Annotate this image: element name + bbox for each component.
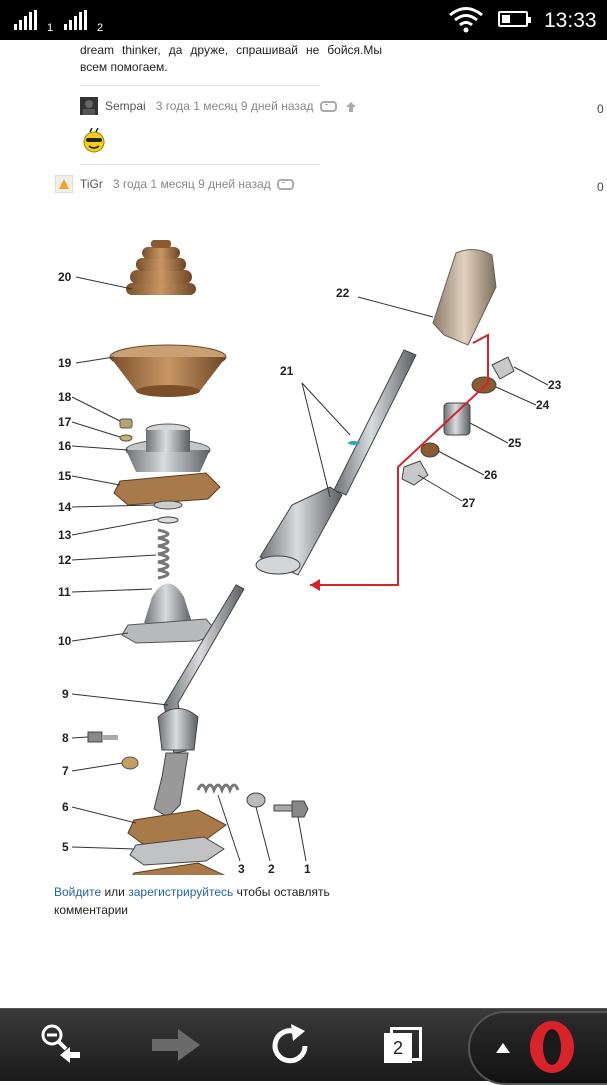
- part-number-label: 21: [280, 364, 294, 378]
- register-link[interactable]: зарегистрируйтесь: [128, 885, 234, 899]
- part-small-kit: [401, 356, 515, 486]
- part-number-label: 2: [268, 862, 275, 875]
- highlight-bracket-arrow: [310, 579, 320, 591]
- part-number-label: 7: [62, 764, 69, 778]
- part-number-label: 27: [462, 496, 476, 510]
- highlight-bracket: [310, 333, 489, 586]
- back-zoom-button[interactable]: [20, 1009, 120, 1081]
- part-lever-lower: [153, 584, 245, 818]
- comment-date: 3 года 1 месяц 9 дней назад: [155, 99, 314, 113]
- comment-text: dream thinker, да друже, спрашивай не бо…: [80, 43, 382, 74]
- part-boot: [126, 240, 196, 295]
- zoom-out-back-icon: [41, 1024, 80, 1063]
- sim2-label: 2: [97, 22, 104, 34]
- part-knob: [432, 249, 497, 346]
- opera-logo-icon: [530, 1021, 574, 1073]
- signal-strength-sim2-icon: [64, 10, 89, 30]
- gear-shift-exploded-diagram: 20 19 18 17 16 15 14 13 12 11 10 9 8 7 6…: [58, 240, 562, 875]
- part-number-label: 12: [58, 553, 72, 567]
- part-number-label: 16: [58, 439, 72, 453]
- clock: 13:33: [544, 9, 597, 32]
- part-gasket: [113, 472, 221, 506]
- part-number-label: 18: [58, 390, 72, 404]
- leader-lines: [71, 276, 549, 862]
- part-ring: [153, 500, 183, 510]
- part-number-label: 17: [58, 415, 72, 429]
- part-nut-washer: [119, 418, 133, 442]
- login-link[interactable]: Войдите: [54, 885, 102, 899]
- comment-author[interactable]: TiGr: [80, 177, 103, 191]
- part-washer: [246, 792, 266, 808]
- part-number-label: 1: [304, 862, 311, 875]
- battery-icon: [498, 11, 531, 27]
- status-bar: 1 2 13:33: [0, 0, 607, 40]
- page-content[interactable]: dream thinker, да друже, спрашивай не бо…: [0, 40, 607, 1008]
- divider: [80, 85, 320, 86]
- login-suffix-text: чтобы оставлять комментарии: [54, 885, 330, 917]
- part-bolt: [273, 800, 309, 818]
- login-prompt: Войдите или зарегистрируйтесь чтобы оста…: [54, 883, 344, 919]
- tabs-button[interactable]: 2: [360, 1009, 460, 1081]
- part-number-label: 24: [536, 398, 550, 412]
- part-plate: [132, 862, 226, 875]
- reload-button[interactable]: [245, 1009, 345, 1081]
- permalink-icon[interactable]: [276, 179, 294, 191]
- part-bolt-washer: [87, 731, 139, 770]
- part-housing: [125, 423, 211, 472]
- part-number-label: 5: [62, 840, 69, 854]
- comment-author[interactable]: Sempai: [105, 99, 146, 113]
- part-number-label: 13: [58, 528, 72, 542]
- part-number-label: 11: [58, 585, 71, 599]
- part-number-label: 6: [62, 800, 69, 814]
- part-number-label: 20: [58, 270, 72, 284]
- login-or-text: или: [104, 885, 125, 899]
- divider: [80, 164, 320, 165]
- smiley-emoticon-icon: [83, 128, 105, 153]
- sim1-label: 1: [47, 22, 54, 34]
- forward-arrow-icon: [152, 1029, 200, 1061]
- part-dome-base: [121, 583, 219, 644]
- opera-menu-panel[interactable]: [468, 1011, 607, 1085]
- part-number-label: 14: [58, 500, 72, 514]
- comment-votes: 0: [597, 180, 604, 194]
- avatar-sempai[interactable]: [80, 97, 98, 115]
- part-number-label: 15: [58, 469, 72, 483]
- browser-bottom-bar: 2: [0, 1008, 607, 1085]
- part-lever-upper: [255, 349, 417, 576]
- reload-icon: [272, 1024, 308, 1064]
- wifi-icon: [449, 7, 483, 33]
- tabs-count-icon: 2: [384, 1033, 412, 1063]
- part-number-label: 10: [58, 634, 72, 648]
- part-number-label: 9: [62, 687, 69, 701]
- part-spring: [157, 528, 170, 580]
- part-cover-cone: [109, 344, 227, 397]
- part-ring: [157, 516, 179, 524]
- part-number-label: 22: [336, 286, 350, 300]
- menu-up-arrow-icon: [496, 1043, 510, 1053]
- comment-date: 3 года 1 месяц 9 дней назад: [112, 177, 271, 191]
- permalink-icon[interactable]: [319, 101, 337, 113]
- part-plate: [129, 836, 225, 866]
- comment-meta: TiGr 3 года 1 месяц 9 дней назад: [80, 177, 294, 191]
- part-number-label: 26: [484, 468, 498, 482]
- part-number-label: 19: [58, 356, 72, 370]
- comment-meta: Sempai 3 года 1 месяц 9 дней назад: [105, 99, 356, 113]
- part-number-label: 8: [62, 731, 69, 745]
- part-number-label: 25: [508, 436, 522, 450]
- forward-button[interactable]: [130, 1009, 230, 1081]
- avatar-tigr[interactable]: [55, 175, 73, 193]
- signal-strength-sim1-icon: [14, 10, 39, 30]
- reply-up-arrow-icon[interactable]: [345, 101, 356, 112]
- part-number-label: 3: [238, 862, 245, 875]
- part-number-label: 23: [548, 378, 562, 392]
- part-spring-small: [196, 783, 240, 795]
- comment-votes: 0: [597, 102, 604, 116]
